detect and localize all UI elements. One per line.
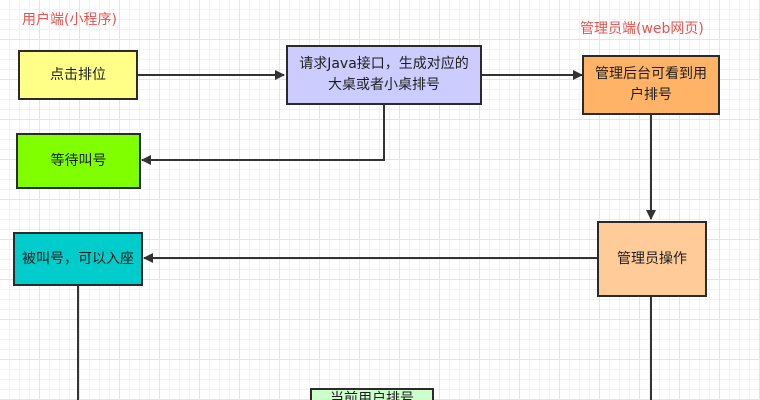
node-click-queue: 点击排位 xyxy=(18,50,138,100)
node-admin-view: 管理后台可看到用户排号 xyxy=(582,55,720,115)
node-request-api: 请求Java接口，生成对应的大桌或者小桌排号 xyxy=(286,45,482,105)
lane-label-admin: 管理员端(web网页) xyxy=(580,21,704,37)
node-wait-call: 等待叫号 xyxy=(16,133,141,189)
node-called-seat: 被叫号，可以入座 xyxy=(13,232,143,286)
edge-request-to-wait xyxy=(141,105,385,165)
node-current-queue: 当前用户排号 xyxy=(310,388,434,400)
node-admin-operate: 管理员操作 xyxy=(597,221,707,297)
lane-label-user: 用户端(小程序) xyxy=(22,12,117,28)
